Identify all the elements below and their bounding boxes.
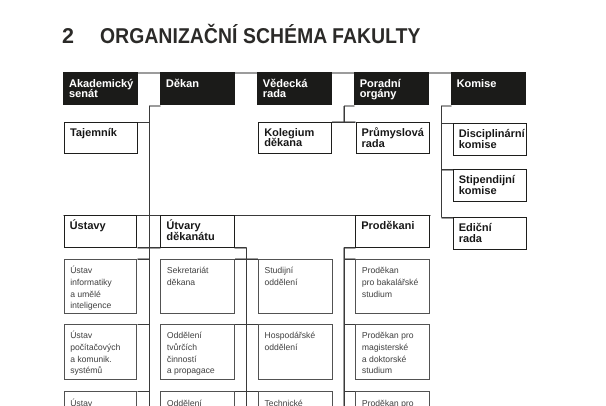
node-akademicky-senat: Akademický senát (63, 72, 139, 106)
node-disciplinarni-komise: Disciplinární komise (452, 122, 528, 156)
node-ustav-3: Ústav (63, 391, 138, 406)
node-poradni-organy: Poradní orgány (353, 72, 429, 106)
node-hospodarske-oddeleni: Hospodářské oddělení (258, 323, 333, 381)
node-technicke: Technické (258, 391, 333, 406)
node-prodekan-3: Proděkan pro (355, 391, 430, 406)
node-prumyslova-rada: Průmyslová rada (355, 121, 431, 155)
node-prodekan-magisterske: Proděkan pro magisterské a doktorské stu… (355, 323, 430, 381)
node-ustav-pocitacovych: Ústav počítačových a komunik. systémů (63, 323, 138, 381)
node-sekretariat-dekana: Sekretariát děkana (160, 258, 236, 314)
node-dekan: Děkan (159, 72, 236, 106)
page-title: ORGANIZAČNÍ SCHÉMA FAKULTY (100, 24, 421, 48)
node-oddeleni-tvurcich: Oddělení tvůrčích činností a propagace (160, 323, 236, 381)
node-ustav-informatiky: Ústav informatiky a umělé inteligence (63, 258, 138, 314)
node-prodekan-bakalarske: Proděkan pro bakalářské studium (355, 258, 430, 314)
node-edicni-rada: Ediční rada (452, 217, 528, 250)
section-number: 2 (62, 24, 74, 48)
node-ustavy: Ústavy (63, 214, 138, 249)
node-kolegium-dekana: Kolegium děkana (258, 121, 333, 155)
node-komise: Komise (450, 72, 526, 106)
node-vedecka-rada: Vědecká rada (256, 72, 333, 106)
node-utvary-dekanatu: Útvary děkanátu (160, 214, 235, 249)
node-stipendijni-komise: Stipendijní komise (452, 169, 528, 202)
node-studijni-oddeleni: Studijní oddělení (258, 258, 333, 314)
node-prodekani: Proděkani (355, 214, 431, 249)
node-tajemnik: Tajemník (64, 121, 139, 155)
node-oddeleni-3: Oddělení (160, 391, 236, 406)
